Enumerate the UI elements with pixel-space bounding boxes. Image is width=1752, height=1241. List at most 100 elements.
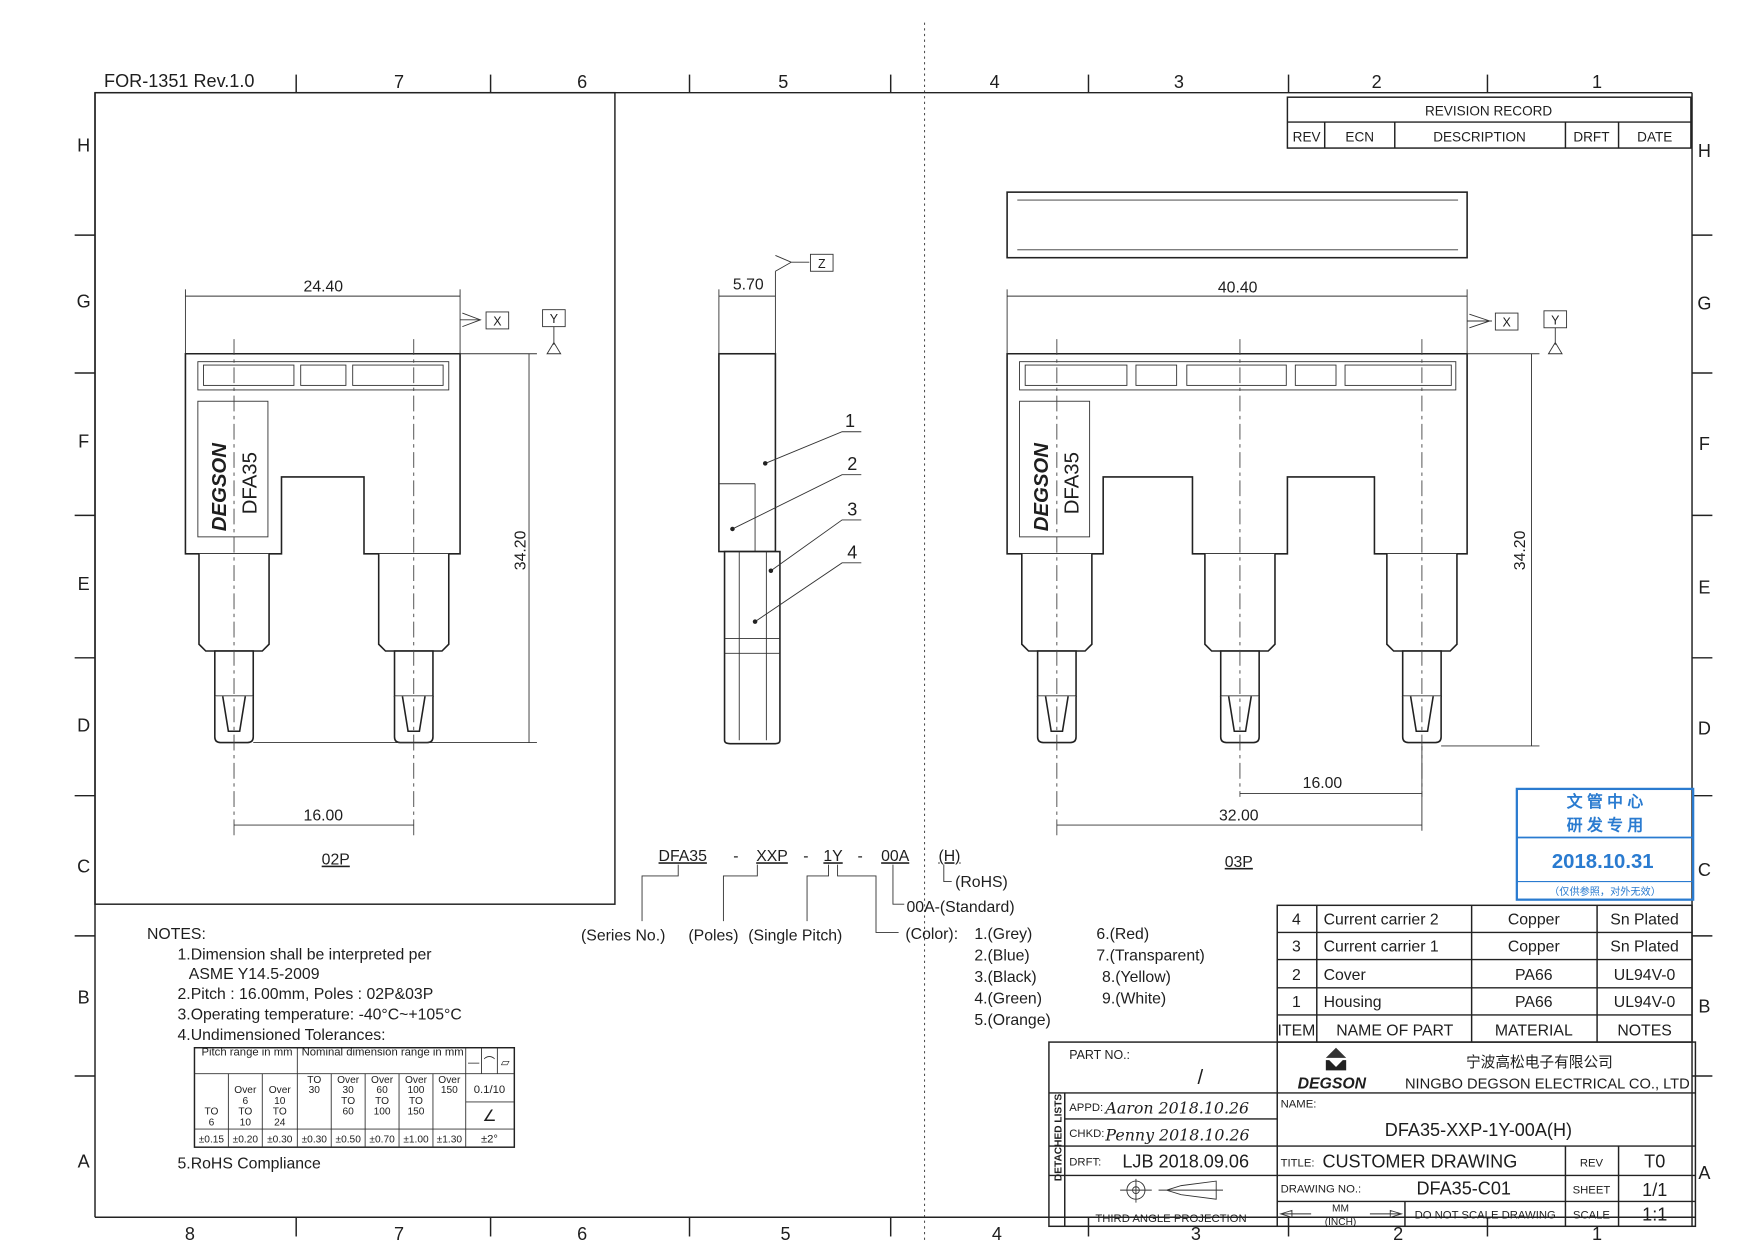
view-label-02p: 02P [322, 852, 350, 869]
nominal-range: Over 150 [438, 1074, 461, 1096]
pitch-label: (Single Pitch) [748, 927, 842, 944]
straightness-symbol: — [468, 1057, 480, 1069]
item-number: 2 [1292, 967, 1301, 984]
pitch-tolerance: ±0.15 [199, 1135, 225, 1146]
nominal-range-cell: Over 150 [438, 1074, 461, 1096]
pitch-range-cell: TO 6 [204, 1106, 218, 1127]
part-name: Housing [1324, 994, 1382, 1011]
rev-value: T0 [1644, 1152, 1665, 1172]
side-view: 5.70 Z 1 2 3 4 [718, 253, 862, 745]
note-item: 1.Dimension shall be interpreted per [178, 947, 432, 964]
row-marker: C [1698, 860, 1711, 880]
appd-label: APPD: [1069, 1102, 1103, 1114]
logo-text: DEGSON [1298, 1075, 1367, 1092]
part-notes: Sn Plated [1610, 939, 1679, 956]
nominal-tolerance: ±1.30 [437, 1135, 463, 1146]
part-number-breakdown: DFA35 - XXP - 1Y - 00A (H) (RoHS) 00A-(S… [581, 848, 1205, 1029]
row-marker: G [1697, 294, 1711, 314]
datum-y: Y [1551, 313, 1560, 327]
column-marker: 3 [1191, 1224, 1201, 1241]
column-marker: 3 [1174, 72, 1184, 92]
pn-pitch: 1Y [823, 848, 843, 865]
appd-signature: Aaron 2018.10.26 [1103, 1098, 1249, 1117]
datum-z: Z [818, 257, 826, 271]
nominal-range: TO 30 [307, 1074, 322, 1096]
color-option: 4.(Green) [974, 991, 1042, 1008]
pitch-range-header: Pitch range in mm [201, 1047, 293, 1060]
nominal-tolerance: ±1.00 [403, 1135, 429, 1146]
projection-label: THIRD ANGLE PROJECTION [1095, 1213, 1246, 1225]
title-block: DETACHED LISTS PART NO.: / APPD: Aaron 2… [1048, 1041, 1697, 1228]
nominal-range-cell: TO 30 [297, 1075, 331, 1128]
stamp-footer: （仅供参照，对外无效） [1549, 885, 1661, 898]
pitch-range: Over 10 TO 24 [268, 1084, 291, 1128]
rev-label: REV [1580, 1157, 1604, 1169]
column-header: MATERIAL [1495, 1022, 1573, 1039]
nominal-range-cell: Over 100 TO 150 [405, 1075, 427, 1117]
poles-label: (Poles) [688, 927, 738, 944]
third-angle-projection-icon [1120, 1178, 1223, 1203]
form-id: FOR-1351 Rev.1.0 [104, 71, 254, 91]
sheet-label: SHEET [1573, 1185, 1611, 1197]
color-option: 7.(Transparent) [1096, 948, 1204, 965]
row-marker: C [77, 857, 90, 877]
brand-label: DEGSON [209, 442, 231, 531]
scale-label: SCALE [1573, 1209, 1611, 1221]
datum-x: X [1503, 316, 1512, 330]
tolerance-table: Pitch range in mm Nominal dimension range… [193, 1046, 516, 1148]
pn-color: 00A [881, 848, 910, 865]
view-02p-frame [94, 91, 616, 905]
column-header: ECN [1345, 129, 1374, 144]
nominal-tolerance: ±0.30 [302, 1135, 328, 1146]
pn-dash: - [858, 848, 863, 865]
note-item: 3.Operating temperature: -40°C~+105°C [178, 1006, 462, 1023]
pitch-dimension: 16.00 [1303, 775, 1343, 792]
note-item: 4.Undimensioned Tolerances: [178, 1027, 386, 1044]
pitch-range-cell: Over 6 TO 10 [234, 1084, 257, 1128]
chkd-signature: Penny 2018.10.26 [1104, 1125, 1249, 1144]
nominal-range: Over 30 TO 60 [337, 1074, 360, 1118]
flatness-symbol: ▱ [501, 1057, 510, 1069]
color-option: 9.(White) [1102, 991, 1166, 1008]
part-no-value: / [1198, 1067, 1204, 1089]
pitch-range-wrap: Over 10 TO 24 [262, 1075, 297, 1128]
part-notes: UL94V-0 [1614, 967, 1676, 984]
color-option: 2.(Blue) [974, 948, 1029, 965]
pn-rohs: (H) [938, 848, 960, 865]
column-marker: 6 [577, 1224, 587, 1241]
item-number: 1 [1292, 994, 1301, 1011]
units-arrow-icon [1279, 1209, 1404, 1218]
row-marker: H [1698, 141, 1711, 161]
drawing-no-label: DRAWING NO.: [1281, 1183, 1362, 1195]
width-dimension: 24.40 [304, 279, 344, 296]
nominal-range-wrap: TO 30 [297, 1075, 331, 1128]
row-marker: A [1698, 1163, 1711, 1183]
sheet-value: 1/1 [1642, 1180, 1667, 1200]
pitch-range: Over 6 TO 10 [234, 1084, 257, 1128]
drft-label: DRFT: [1069, 1156, 1101, 1168]
nominal-tolerance: ±0.50 [336, 1135, 362, 1146]
stamp-line2: 研 发 专 用 [1567, 816, 1643, 835]
nominal-range-wrap: Over 30 TO 60 [331, 1075, 365, 1128]
column-marker: 2 [1372, 72, 1382, 92]
pitch-dimension: 16.00 [304, 808, 344, 825]
column-marker: 4 [992, 1224, 1002, 1241]
notes: NOTES: 1.Dimension shall be interpreted … [147, 926, 462, 1172]
stamp-line1: 文 管 中 心 [1567, 792, 1644, 811]
color-list: 1.(Grey)2.(Blue)3.(Black)4.(Green)5.(Ora… [974, 926, 1204, 1029]
column-header: NOTES [1617, 1022, 1671, 1039]
pitch-range-header-cell: Pitch range in mm [201, 1047, 293, 1060]
item-number: 3 [1292, 939, 1301, 956]
nominal-range-header: Nominal dimension range in mm [301, 1047, 464, 1060]
callout-4: 4 [847, 542, 857, 562]
column-header: NAME OF PART [1336, 1022, 1453, 1039]
scale-value: 1:1 [1642, 1205, 1667, 1225]
nominal-range-header-cell: Nominal dimension range in mm [297, 1048, 465, 1074]
height-dimension: 34.20 [1512, 530, 1529, 570]
row-marker: F [1699, 434, 1710, 454]
nominal-range-header-wrap: Nominal dimension range in mm [297, 1048, 465, 1074]
column-header: ITEM [1278, 1022, 1316, 1039]
no-scale-note: DO NOT SCALE DRAWING [1415, 1209, 1556, 1221]
